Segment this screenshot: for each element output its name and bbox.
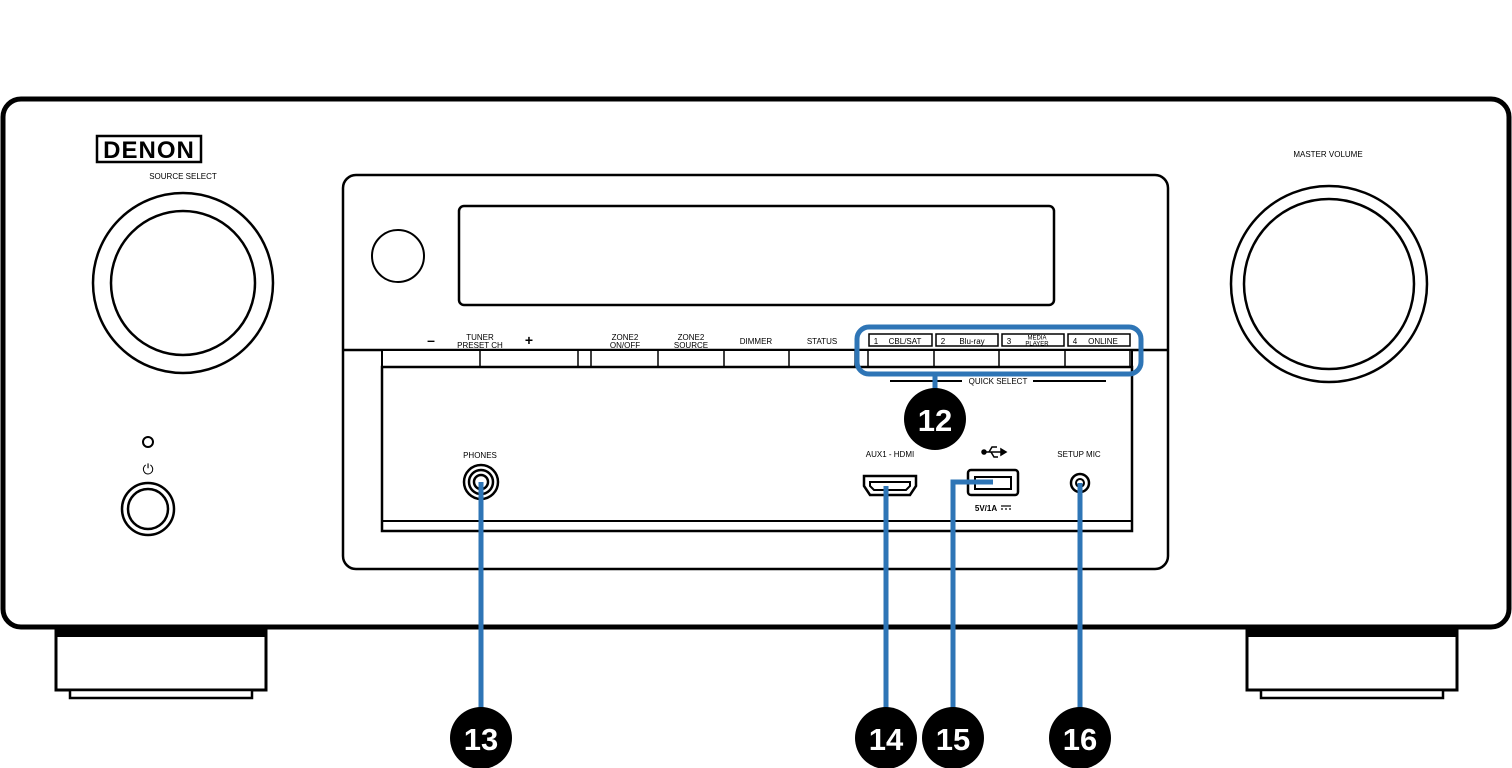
usb-rating-label: 5V/1A — [975, 504, 997, 513]
callout-15-number: 15 — [936, 722, 970, 757]
callout-16-badge: 16 — [1049, 707, 1111, 768]
quick-select-1-label: CBL/SAT — [889, 337, 922, 346]
quick-select-2-num: 2 — [941, 337, 946, 346]
tuner-minus-label: – — [427, 332, 435, 348]
callout-14-number: 14 — [869, 722, 904, 757]
zone2-onoff-label-2: ON/OFF — [610, 341, 640, 350]
display-window — [457, 204, 1056, 307]
button-row — [381, 349, 1133, 368]
brand-text: DENON — [103, 137, 195, 164]
hdmi-port[interactable] — [862, 474, 918, 497]
dc-symbol-icon — [1001, 505, 1011, 510]
setup-mic-label: SETUP MIC — [1057, 450, 1101, 459]
quick-select-1-num: 1 — [874, 337, 879, 346]
callout-13-badge: 13 — [450, 707, 512, 768]
left-foot — [54, 626, 268, 700]
quick-select-3-label-2: PLAYER — [1025, 342, 1049, 348]
quick-select-2-button[interactable]: 2 Blu-ray — [935, 333, 999, 347]
quick-select-1-button[interactable]: 1 CBL/SAT — [868, 333, 933, 347]
source-select-knob[interactable] — [91, 191, 275, 375]
callout-12-badge: 12 — [904, 388, 966, 450]
right-foot — [1245, 626, 1459, 700]
quick-select-3-button[interactable]: 3 MEDIA PLAYER — [1001, 333, 1065, 348]
power-button[interactable] — [120, 481, 176, 537]
remote-sensor — [371, 229, 425, 283]
quick-select-3-num: 3 — [1007, 337, 1012, 346]
quick-select-4-button[interactable]: 4 ONLINE — [1067, 333, 1131, 347]
tuner-plus-label: + — [525, 332, 533, 348]
phones-label: PHONES — [463, 451, 497, 460]
power-indicator-led — [142, 436, 154, 448]
callout-15-badge: 15 — [922, 707, 984, 768]
status-label: STATUS — [807, 337, 837, 346]
zone2-source-label-2: SOURCE — [674, 341, 708, 350]
callout-16-number: 16 — [1063, 722, 1097, 757]
callout-15-leader — [950, 479, 993, 712]
tuner-preset-label-1: TUNER — [466, 333, 494, 342]
master-volume-knob[interactable] — [1229, 184, 1429, 384]
aux1-hdmi-label: AUX1 - HDMI — [866, 450, 914, 459]
zone2-onoff-label-1: ZONE2 — [612, 333, 639, 342]
quick-select-3-label-1: MEDIA — [1027, 336, 1046, 342]
quick-select-highlight — [854, 324, 1144, 377]
quick-select-4-num: 4 — [1073, 337, 1078, 346]
quick-select-2-label: Blu-ray — [959, 337, 984, 346]
zone2-source-label-1: ZONE2 — [678, 333, 705, 342]
dimmer-label: DIMMER — [740, 337, 773, 346]
front-door-panel — [380, 365, 1134, 533]
quick-select-4-label: ONLINE — [1088, 337, 1118, 346]
denon-logo: DENON — [95, 134, 203, 164]
source-select-label: SOURCE SELECT — [149, 172, 217, 181]
callout-14-badge: 14 — [855, 707, 917, 768]
tuner-preset-label-2: PRESET CH — [457, 341, 503, 350]
master-volume-label: MASTER VOLUME — [1293, 150, 1362, 159]
callout-13-number: 13 — [464, 722, 498, 757]
quick-select-label: QUICK SELECT — [969, 377, 1028, 386]
callout-12-number: 12 — [918, 403, 952, 438]
power-icon: ⏻ — [142, 461, 153, 477]
usb-icon — [981, 446, 1008, 458]
